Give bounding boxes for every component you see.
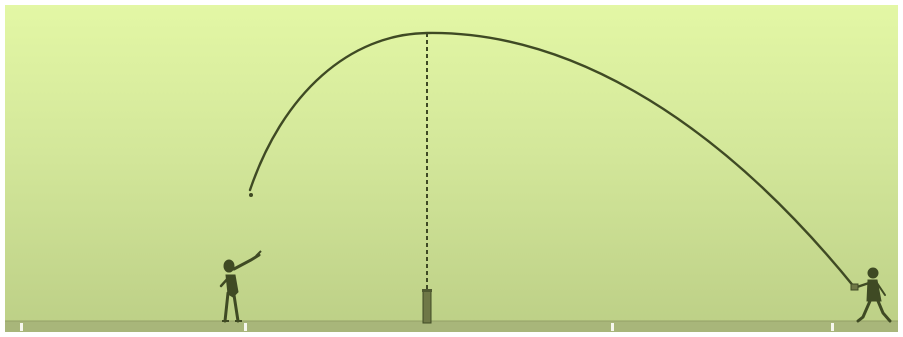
trajectory-diagram xyxy=(5,31,898,332)
ground-strip xyxy=(5,321,898,332)
ground-marker xyxy=(831,323,834,331)
ball-trajectory xyxy=(248,31,857,290)
ball-start-point xyxy=(249,193,253,197)
tennis-receiver-figure-icon xyxy=(850,267,892,323)
ground-marker xyxy=(611,323,614,331)
ground-markers xyxy=(20,323,834,331)
ground-marker xyxy=(244,323,247,331)
trajectory-scene xyxy=(5,5,898,332)
tennis-server-figure-icon xyxy=(219,250,262,323)
net-post-icon xyxy=(422,289,432,324)
ground-marker xyxy=(20,323,23,331)
